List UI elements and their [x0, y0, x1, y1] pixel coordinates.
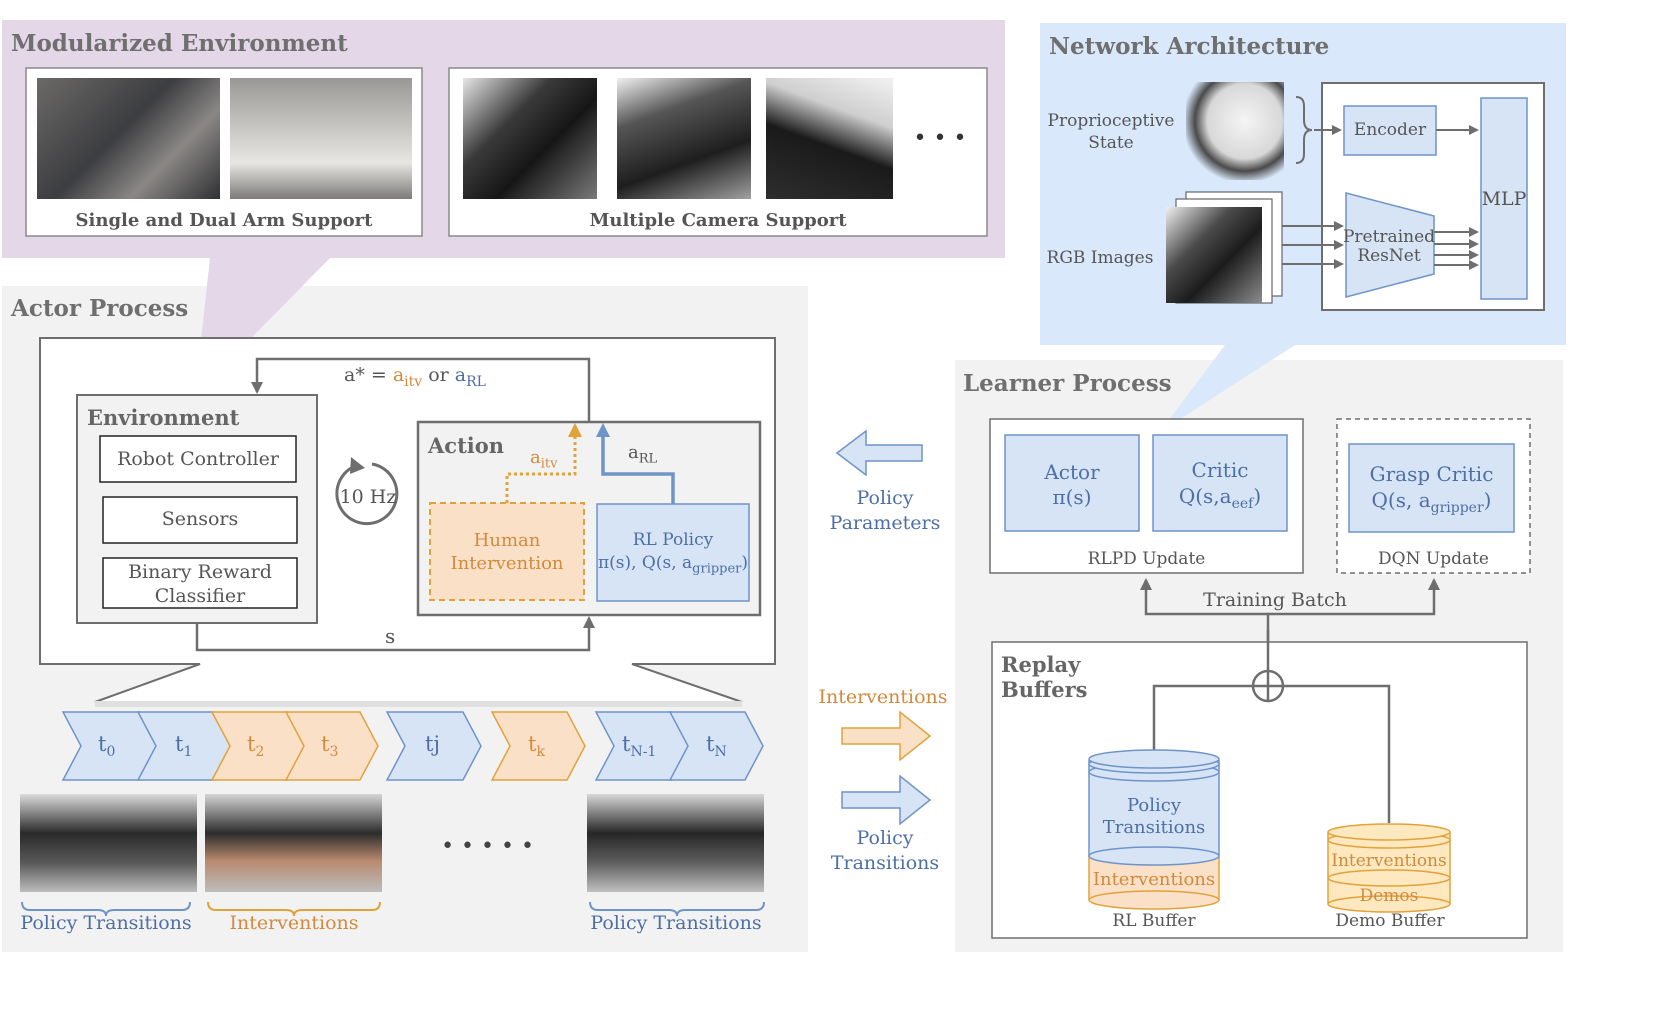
grasp-critic-label: Grasp Critic Q(s, agripper): [1369, 462, 1494, 516]
timestep-t0: t0: [98, 732, 116, 761]
timestep-t2: t2: [247, 732, 265, 761]
policy-transitions-label-1: Policy Transitions: [20, 912, 192, 934]
sensors-label: Sensors: [161, 508, 239, 530]
timestep-tj: tj: [425, 732, 440, 756]
actor-title: Actor Process: [11, 295, 189, 322]
rl-policy-label: RL Policy π(s), Q(s, agripper): [597, 530, 749, 577]
timestep-chevrons: [61, 711, 764, 781]
policy-parameters-label: Policy Parameters: [829, 487, 941, 534]
policy-parameters-arrow: [835, 429, 923, 477]
interventions-middle-label: Interventions: [818, 686, 948, 708]
frequency-label: 10 Hz: [339, 486, 397, 508]
camera-view-1: [463, 78, 597, 199]
transition-photo-2: [205, 794, 382, 892]
network-title: Network Architecture: [1049, 33, 1330, 60]
robot-controller-label: Robot Controller: [117, 448, 279, 470]
critic-network-label: Critic Q(s,aeef): [1178, 458, 1262, 512]
demo-buffer-interventions: Interventions: [1331, 851, 1447, 871]
timestep-tk: tk: [528, 732, 545, 761]
policy-transitions-arrow: [841, 774, 932, 826]
rl-buffer-interventions: Interventions: [1092, 869, 1216, 890]
a-itv-label: aitv: [530, 447, 558, 472]
timestep-t3: t3: [321, 732, 339, 761]
dual-arm-photo: [230, 78, 412, 199]
a-rl-label: aRL: [628, 442, 658, 467]
action-equation: a* = aitv or aRL: [344, 364, 486, 390]
camera-support-caption: Multiple Camera Support: [589, 210, 847, 231]
human-intervention-label: Human Intervention: [450, 530, 564, 574]
environment-title: Environment: [87, 405, 240, 430]
replay-buffers-title: Replay Buffers: [1001, 652, 1088, 702]
demo-buffer-demos: Demos: [1359, 886, 1419, 906]
rl-buffer-policy-transitions: Policy Transitions: [1102, 795, 1206, 838]
rgb-image-photo: [1166, 207, 1262, 303]
single-arm-photo: [37, 78, 220, 199]
timestep-tn-1: tN-1: [622, 732, 657, 761]
resnet-label: Pretrained ResNet: [1342, 227, 1436, 266]
arm-support-caption: Single and Dual Arm Support: [75, 210, 373, 231]
state-label: s: [385, 624, 396, 648]
timestep-t1: t1: [175, 732, 193, 761]
rgb-images-label: RGB Images: [1046, 248, 1154, 268]
interventions-label-bottom: Interventions: [229, 912, 359, 934]
modularized-title: Modularized Environment: [11, 30, 348, 57]
transition-dots: • • • • •: [441, 834, 534, 859]
transition-photo-3: [587, 794, 764, 892]
transition-photo-1: [20, 794, 197, 892]
mlp-label: MLP: [1481, 188, 1527, 210]
rl-buffer-label: RL Buffer: [1112, 911, 1196, 931]
camera-view-2: [617, 78, 751, 199]
timestep-tn: tN: [706, 732, 727, 761]
action-title: Action: [428, 433, 505, 458]
camera-view-3: [766, 78, 893, 199]
gripper-photo: [1186, 82, 1284, 180]
rlpd-update-label: RLPD Update: [1087, 549, 1206, 569]
learner-title: Learner Process: [963, 370, 1172, 397]
network-pointer: [1160, 345, 1295, 432]
encoder-label: Encoder: [1353, 120, 1427, 140]
demo-buffer-label: Demo Buffer: [1335, 911, 1445, 931]
policy-transitions-label-2: Policy Transitions: [590, 912, 762, 934]
dqn-update-label: DQN Update: [1378, 549, 1489, 569]
binary-reward-label: Binary Reward Classifier: [128, 561, 272, 607]
training-batch-label: Training Batch: [1203, 589, 1347, 611]
camera-ellipsis: • • •: [913, 126, 967, 151]
policy-transitions-middle-label: Policy Transitions: [830, 827, 940, 874]
interventions-arrow: [841, 710, 932, 762]
proprioceptive-label: Proprioceptive State: [1047, 111, 1175, 153]
